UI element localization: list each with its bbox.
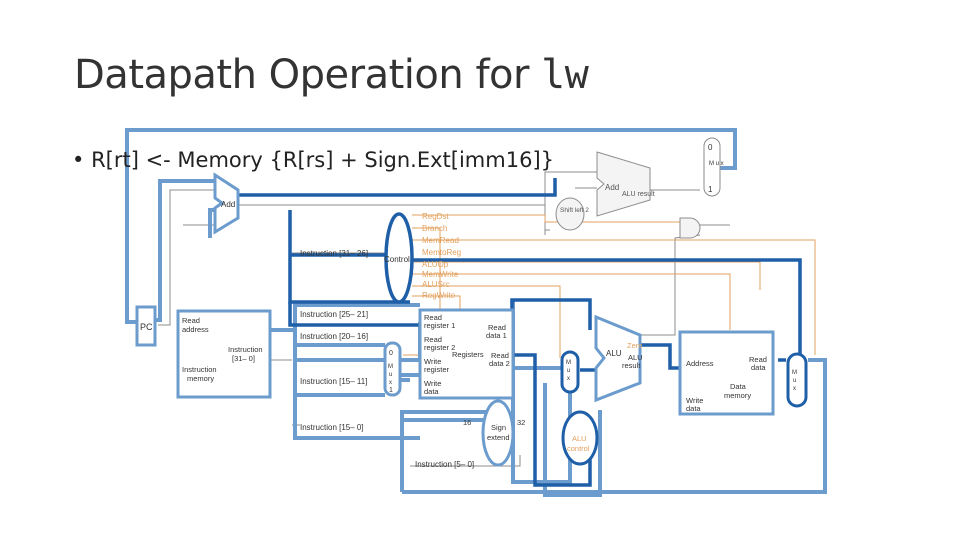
branch-adder: Add ALU result bbox=[596, 151, 655, 217]
bullet-point: • R[rt] <- Memory {R[rs] + Sign.Ext[imm1… bbox=[72, 148, 554, 172]
instr-5-0: Instruction [5– 0] bbox=[415, 460, 474, 469]
main-alu: ALU Zero ALU result bbox=[594, 314, 643, 403]
svg-text:register 1: register 1 bbox=[424, 321, 455, 330]
signal-alusrc: ALUSrc bbox=[422, 280, 450, 289]
svg-text:Address: Address bbox=[686, 359, 714, 368]
svg-text:Write: Write bbox=[424, 379, 441, 388]
svg-text:memory: memory bbox=[724, 391, 751, 400]
register-file: Read register 1 Read register 2 Write re… bbox=[418, 308, 515, 400]
signal-aluop: ALUOp bbox=[422, 260, 449, 269]
sign-extend-unit: Sign extend 16 32 bbox=[463, 399, 525, 467]
pc-adder: Add bbox=[213, 172, 240, 235]
svg-text:Read: Read bbox=[424, 335, 442, 344]
svg-text:x: x bbox=[793, 386, 796, 392]
bullet-text: R[rt] <- Memory {R[rs] + Sign.Ext[imm16]… bbox=[91, 148, 554, 172]
svg-text:Data: Data bbox=[730, 382, 747, 391]
alu-zero: Zero bbox=[627, 341, 642, 350]
instr-20-16: Instruction [20– 16] bbox=[300, 332, 368, 341]
alu-control-unit: ALU control bbox=[561, 410, 599, 466]
slide-title: Datapath Operation for lw bbox=[74, 52, 589, 98]
svg-text:M: M bbox=[792, 370, 797, 376]
alu-result-label-top: ALU result bbox=[622, 191, 655, 198]
svg-text:Read: Read bbox=[424, 313, 442, 322]
svg-text:Sign: Sign bbox=[491, 423, 506, 432]
add-label: Add bbox=[221, 200, 235, 209]
svg-text:register 2: register 2 bbox=[424, 343, 455, 352]
pc-register: PC bbox=[135, 305, 157, 347]
title-code: lw bbox=[541, 52, 589, 98]
svg-text:x: x bbox=[567, 376, 570, 382]
instr-15-11: Instruction [15– 11] bbox=[300, 377, 367, 386]
signal-memread: MemRead bbox=[422, 236, 459, 245]
svg-text:data 2: data 2 bbox=[489, 359, 510, 368]
svg-text:result: result bbox=[622, 361, 641, 370]
svg-text:Write: Write bbox=[424, 357, 441, 366]
mux-top-zero: 0 bbox=[708, 143, 713, 152]
mux-top-letters: M u x bbox=[709, 161, 724, 167]
svg-text:M: M bbox=[388, 364, 393, 370]
regdst-mux: 0 M u x 1 bbox=[383, 341, 402, 397]
svg-text:register: register bbox=[424, 365, 450, 374]
svg-text:data: data bbox=[751, 363, 766, 372]
instruction-memory: Read address Instruction [31– 0] Instruc… bbox=[176, 309, 272, 399]
instr-25-21: Instruction [25– 21] bbox=[300, 310, 368, 319]
signal-regwrite: RegWrite bbox=[422, 291, 456, 300]
svg-text:extend: extend bbox=[487, 433, 510, 442]
svg-text:1: 1 bbox=[389, 387, 393, 394]
svg-text:Read: Read bbox=[488, 323, 506, 332]
signal-memtoreg: MemtoReg bbox=[422, 248, 461, 257]
bits-in-label: 16 bbox=[463, 418, 471, 427]
signal-branch: Branch bbox=[422, 224, 447, 233]
svg-text:0: 0 bbox=[389, 350, 393, 357]
registers-name: Registers bbox=[452, 350, 484, 359]
imem-instruction-label: Instruction bbox=[228, 345, 263, 354]
svg-text:ALU: ALU bbox=[628, 353, 643, 362]
instruction-field-labels: Instruction [31– 26] Instruction [25– 21… bbox=[300, 249, 474, 469]
svg-text:data: data bbox=[424, 387, 439, 396]
svg-text:data: data bbox=[686, 404, 701, 413]
bits-out-label: 32 bbox=[517, 418, 525, 427]
signal-regdst: RegDst bbox=[422, 212, 449, 221]
add2-label: Add bbox=[605, 183, 619, 192]
data-memory: Address Read data Data memory Write data bbox=[678, 330, 775, 416]
and-gate bbox=[679, 217, 701, 239]
imem-name-1: Instruction bbox=[182, 365, 217, 374]
imem-address-label: address bbox=[182, 325, 209, 334]
title-text: Datapath Operation for bbox=[74, 52, 542, 98]
imem-range-label: [31– 0] bbox=[232, 354, 255, 363]
control-signal-labels: RegDst Branch MemRead MemtoReg ALUOp Mem… bbox=[422, 212, 461, 300]
svg-text:u: u bbox=[389, 372, 392, 378]
pc-label: PC bbox=[140, 322, 153, 332]
imem-name-2: memory bbox=[187, 374, 214, 383]
mux-top-one: 1 bbox=[708, 185, 713, 194]
pc-source-mux: 0 M u x 1 bbox=[703, 137, 724, 197]
svg-text:ALU: ALU bbox=[572, 434, 587, 443]
svg-text:data 1: data 1 bbox=[486, 331, 507, 340]
instr-31-26: Instruction [31– 26] bbox=[300, 249, 368, 258]
signal-memwrite: MemWrite bbox=[422, 270, 459, 279]
svg-text:control: control bbox=[567, 444, 590, 453]
memtoreg-mux: M u x bbox=[786, 352, 808, 408]
svg-text:M: M bbox=[566, 360, 571, 366]
control-unit: Control bbox=[384, 212, 414, 304]
svg-text:Write: Write bbox=[686, 396, 703, 405]
svg-text:u: u bbox=[567, 368, 570, 374]
svg-text:x: x bbox=[389, 380, 392, 386]
control-label: Control bbox=[384, 255, 410, 264]
instr-15-0: Instruction [15– 0] bbox=[300, 423, 364, 432]
imem-read-label: Read bbox=[182, 316, 200, 325]
alu-name: ALU bbox=[606, 349, 622, 358]
shift-label: Shift left 2 bbox=[560, 207, 589, 214]
svg-text:Read: Read bbox=[749, 355, 767, 364]
svg-text:Read: Read bbox=[491, 351, 509, 360]
shift-left-2: Shift left 2 bbox=[555, 197, 589, 231]
alusrc-mux: M u x bbox=[560, 350, 580, 394]
svg-text:u: u bbox=[793, 378, 796, 384]
